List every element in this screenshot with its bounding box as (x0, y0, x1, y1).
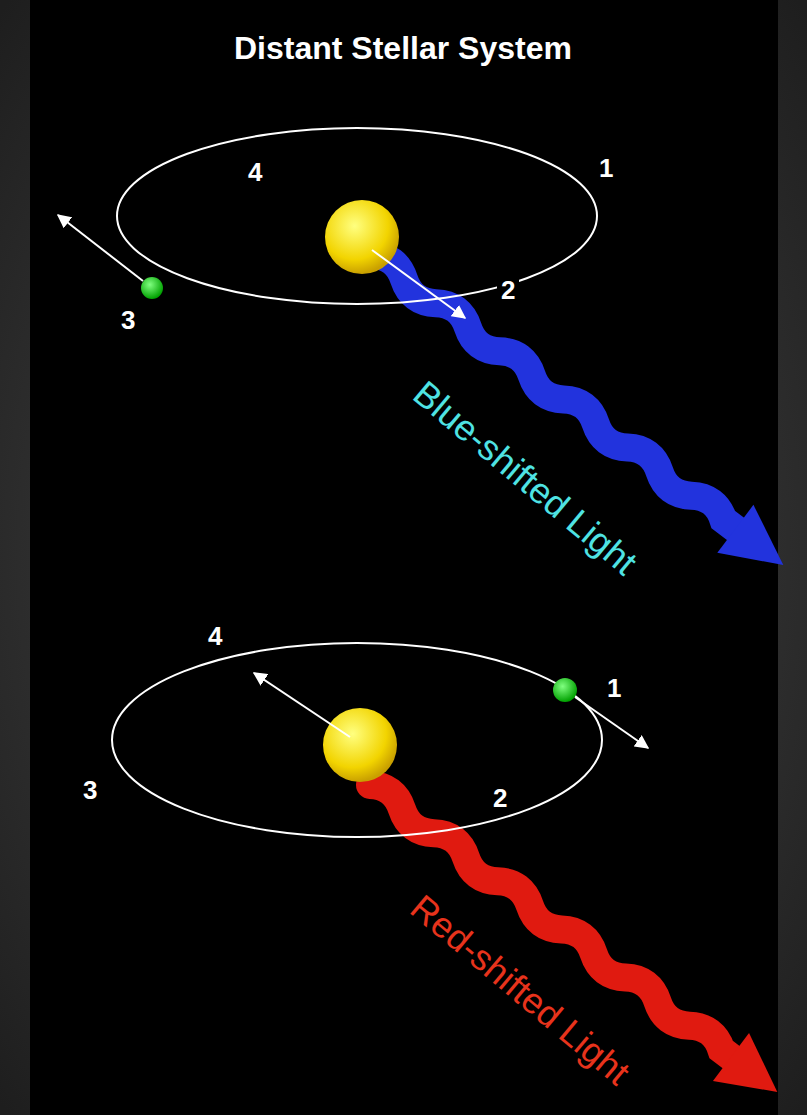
position-number: 3 (79, 776, 101, 805)
blue-light-wave (354, 231, 801, 589)
position-number: 1 (595, 154, 617, 183)
orbit-ellipse (112, 643, 602, 837)
space-panel (30, 0, 778, 1115)
star-motion-arrow (254, 673, 350, 737)
star (323, 708, 397, 782)
position-number: 3 (117, 306, 139, 335)
position-number: 2 (497, 276, 519, 305)
position-number: 2 (489, 784, 511, 813)
position-number: 4 (244, 158, 266, 187)
diagram-title: Distant Stellar System (234, 30, 572, 67)
planet-motion-arrow (575, 697, 648, 748)
planet-motion-arrow (58, 215, 143, 281)
position-number: 1 (603, 674, 625, 703)
red-light-wave (352, 761, 795, 1115)
position-number: 4 (204, 622, 226, 651)
planet (553, 678, 577, 702)
star-motion-arrow (372, 250, 465, 318)
planet (141, 277, 163, 299)
star (325, 200, 399, 274)
orbit-ellipse (117, 128, 597, 304)
